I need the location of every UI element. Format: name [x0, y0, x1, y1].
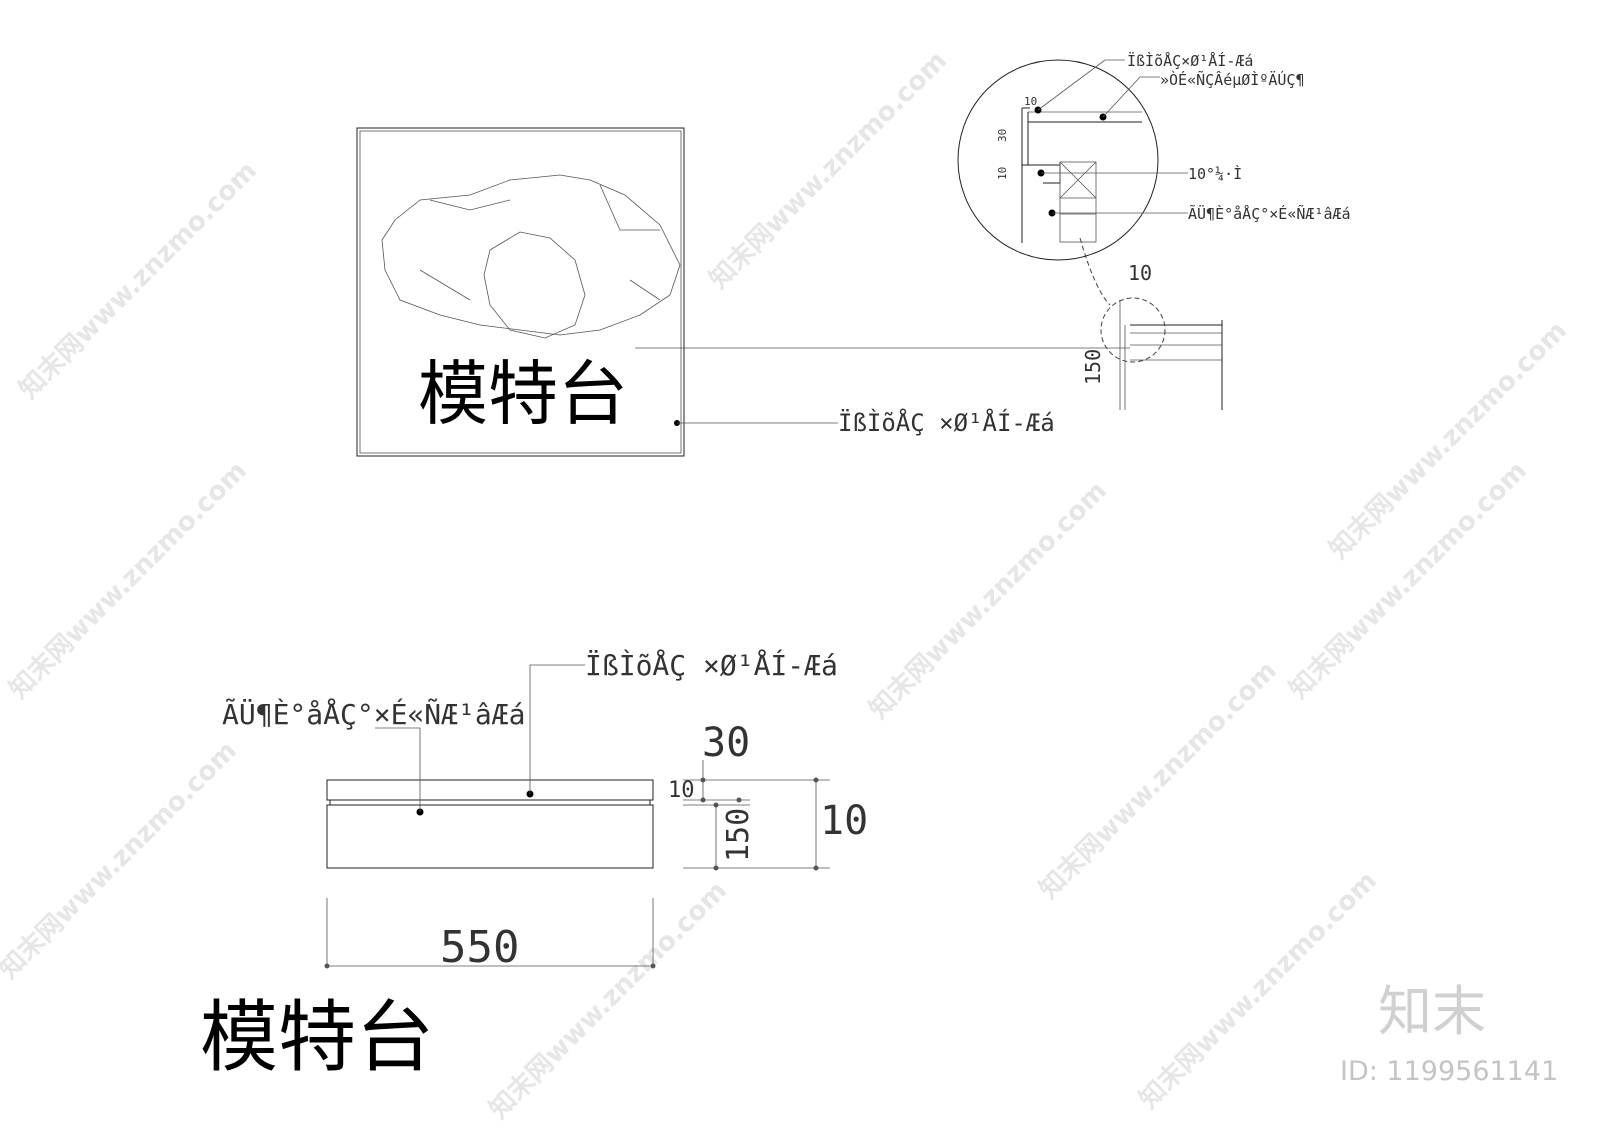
plan-title: 模特台: [418, 353, 628, 435]
elevation-board-label: ÃÜ¶È°åÅÇ°×É«ÑÆ¹âÆá: [222, 697, 525, 731]
callout-dim-10: 10: [1128, 261, 1152, 285]
elevation-dim-10a: 10: [668, 778, 695, 803]
watermark-text: 知末网www.znzmo.com: [4, 456, 253, 705]
detail-edge-label: ÏßÌõÅÇ×Ø¹ÅÍ-Æá: [1127, 51, 1253, 70]
detail-dim-30: 30: [996, 129, 1009, 142]
elevation-dim-550: 550: [440, 922, 519, 973]
elevation-dim-150: 150: [721, 808, 756, 862]
elevation-dim-30: 30: [702, 720, 750, 766]
watermark-text: 知末网www.znzmo.com: [484, 876, 733, 1125]
plan-edge-label: ÏßÌõÅÇ ×Ø¹ÅÍ-Æá: [838, 408, 1055, 437]
detail-dim-10-top: 10: [1024, 95, 1037, 108]
callout-dim-150: 150: [1081, 349, 1105, 385]
detail-dim-10-side: 10: [996, 167, 1009, 180]
detail-view: 10 30 10 ÏßÌõÅÇ×Ø¹ÅÍ-Æá »ÒÉ«ÑÇÂéµØÌºÄÚÇ¶…: [957, 51, 1351, 261]
watermark-text: 知末网www.znzmo.com: [704, 46, 953, 295]
watermark-text: 知末网www.znzmo.com: [1034, 656, 1283, 905]
elevation-edge-label: ÏßÌõÅÇ ×Ø¹ÅÍ-Æá: [585, 648, 838, 682]
section-callout: 10 150: [1079, 237, 1223, 410]
plan-view: 模特台 ÏßÌõÅÇ ×Ø¹ÅÍ-Æá: [356, 127, 1130, 457]
watermark-text: 知末网www.znzmo.com: [14, 156, 263, 405]
watermark-text: 知末网www.znzmo.com: [0, 736, 243, 985]
elevation-view: ÏßÌõÅÇ ×Ø¹ÅÍ-Æá ÃÜ¶È°åÅÇ°×É«ÑÆ¹âÆá 550 3…: [200, 648, 868, 1083]
detail-top-label: »ÒÉ«ÑÇÂéµØÌºÄÚÇ¶: [1160, 70, 1305, 89]
elevation-title: 模特台: [200, 993, 434, 1083]
detail-board-label: ÃÜ¶È°åÅÇ°×É«ÑÆ¹âÆá: [1188, 204, 1351, 223]
elevation-dim-10b: 10: [820, 798, 868, 844]
detail-wood-label: 10°¼·Ì: [1188, 164, 1242, 183]
drawing-id: ID: 1199561141: [1340, 1056, 1558, 1087]
brand-logo: 知末: [1378, 980, 1486, 1043]
watermark-text: 知末网www.znzmo.com: [864, 476, 1113, 725]
